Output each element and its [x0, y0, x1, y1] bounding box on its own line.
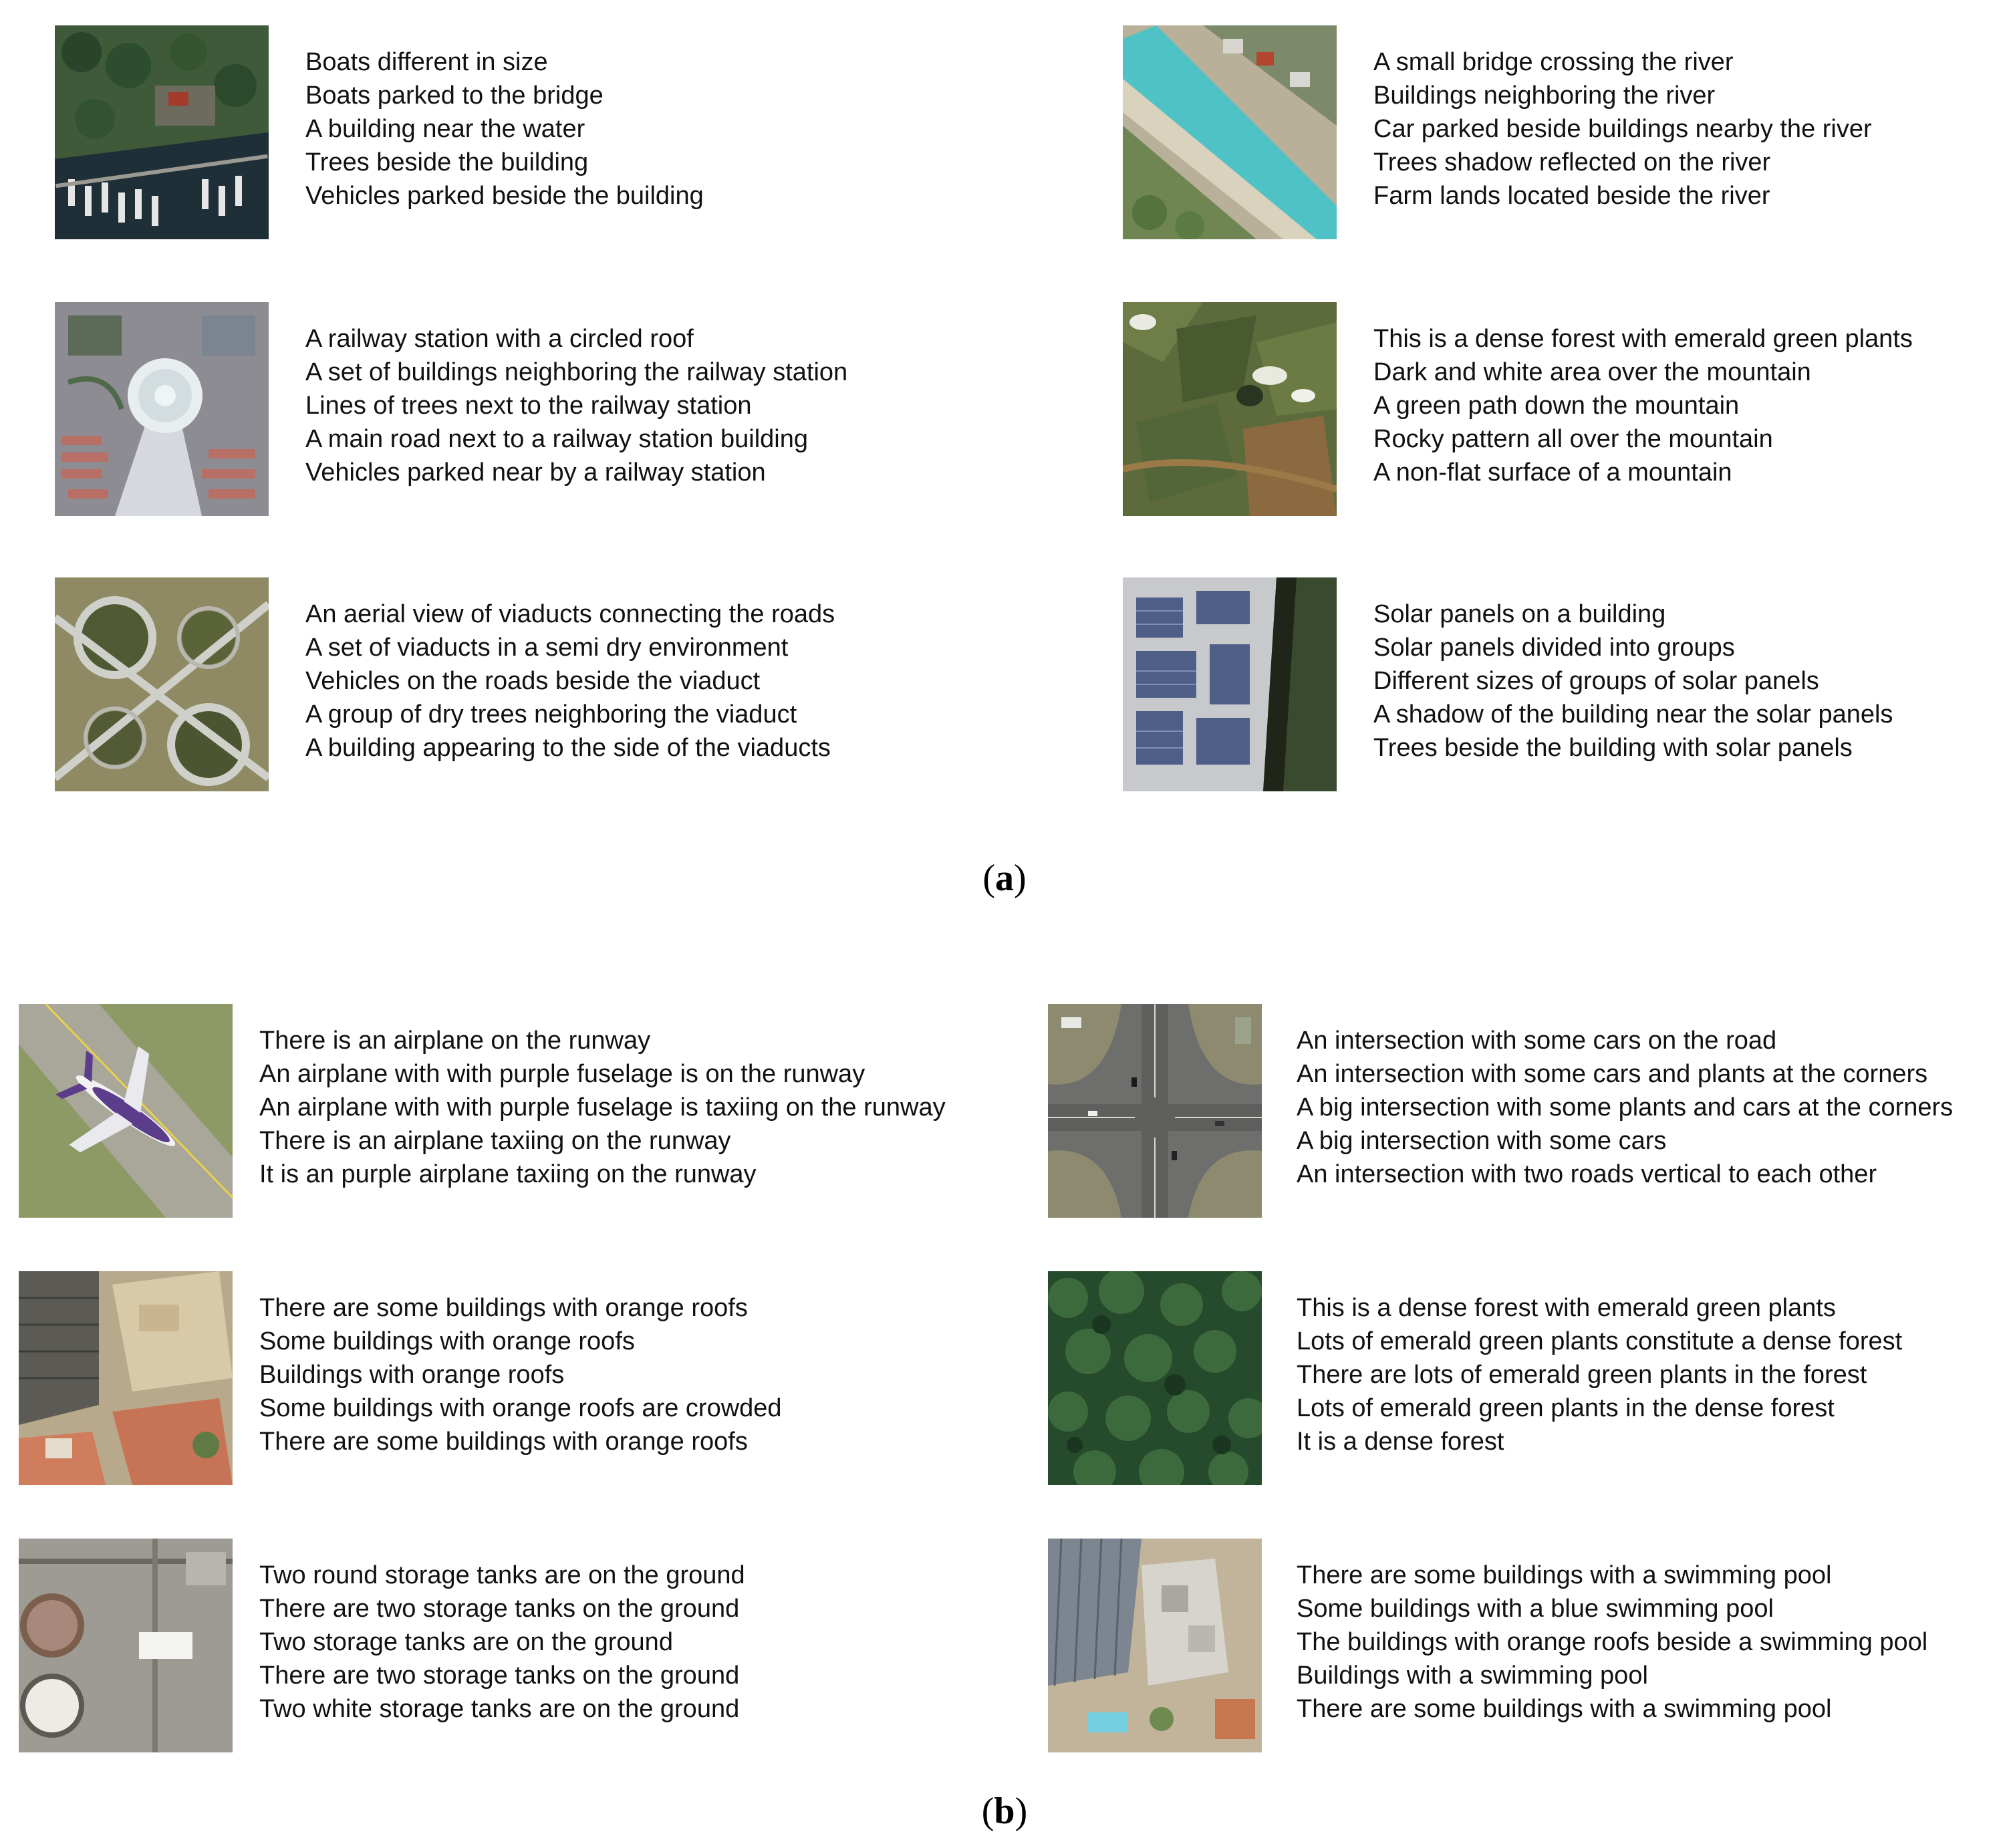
caption-line: Boats parked to the bridge — [305, 82, 604, 110]
caption-line: An airplane with with purple fuselage is… — [259, 1060, 865, 1088]
panel-b: There is an airplane on the runway An ai… — [0, 962, 2009, 1848]
caption-line: Two round storage tanks are on the groun… — [259, 1561, 745, 1589]
caption-line: A main road next to a railway station bu… — [305, 425, 808, 453]
caption-line: There are some buildings with a swimming… — [1297, 1695, 1832, 1723]
caption-line: An aerial view of viaducts connecting th… — [305, 600, 835, 628]
caption-list: Boats different in size Boats parked to … — [305, 45, 704, 213]
caption-line: Car parked beside buildings nearby the r… — [1373, 115, 1872, 143]
caption-line: There is an airplane taxiing on the runw… — [259, 1127, 731, 1155]
caption-line: A group of dry trees neighboring the via… — [305, 700, 797, 729]
caption-line: An airplane with with purple fuselage is… — [259, 1093, 946, 1121]
caption-line: Buildings neighboring the river — [1373, 82, 1716, 110]
aerial-image-dense-forest — [1048, 1271, 1262, 1485]
aerial-image-orange-roofs — [19, 1271, 233, 1485]
panel-letter: a — [995, 857, 1014, 899]
aerial-image-viaduct — [55, 577, 269, 791]
caption-line: A railway station with a circled roof — [305, 325, 694, 353]
caption-line: Vehicles parked beside the building — [305, 182, 704, 210]
caption-line: A set of buildings neighboring the railw… — [305, 358, 848, 386]
caption-line: Some buildings with a blue swimming pool — [1297, 1595, 1774, 1623]
caption-line: The buildings with orange roofs beside a… — [1297, 1628, 1928, 1656]
caption-line: It is an purple airplane taxiing on the … — [259, 1160, 757, 1188]
caption-list: There are some buildings with orange roo… — [259, 1291, 782, 1458]
aerial-image-intersection — [1048, 1004, 1262, 1218]
aerial-image-harbor — [55, 25, 269, 239]
aerial-image-solar-panels — [1123, 577, 1337, 791]
caption-line: Lines of trees next to the railway stati… — [305, 392, 752, 420]
panel-label-a: (a) — [982, 857, 1027, 899]
caption-line: There are some buildings with orange roo… — [259, 1294, 748, 1322]
caption-line: A green path down the mountain — [1373, 392, 1740, 420]
panel-letter: b — [994, 1791, 1015, 1832]
caption-line: Vehicles parked near by a railway statio… — [305, 458, 766, 487]
caption-line: This is a dense forest with emerald gree… — [1373, 325, 1913, 353]
caption-line: An intersection with some cars and plant… — [1297, 1060, 1928, 1088]
aerial-image-mountain — [1123, 302, 1337, 516]
caption-line: Some buildings with orange roofs — [259, 1327, 635, 1355]
caption-list: A small bridge crossing the river Buildi… — [1373, 45, 1872, 213]
caption-line: There are lots of emerald green plants i… — [1297, 1361, 1867, 1389]
caption-line: Lots of emerald green plants constitute … — [1297, 1327, 1903, 1355]
caption-line: An intersection with two roads vertical … — [1297, 1160, 1877, 1188]
caption-list: Solar panels on a building Solar panels … — [1373, 598, 1893, 765]
caption-line: Trees beside the building — [305, 148, 589, 176]
caption-list: An intersection with some cars on the ro… — [1297, 1024, 1953, 1191]
caption-line: This is a dense forest with emerald gree… — [1297, 1294, 1836, 1322]
caption-line: Farm lands located beside the river — [1373, 182, 1770, 210]
caption-line: There are two storage tanks on the groun… — [259, 1595, 740, 1623]
caption-line: A shadow of the building near the solar … — [1373, 700, 1893, 729]
caption-line: Trees beside the building with solar pan… — [1373, 734, 1853, 762]
caption-line: It is a dense forest — [1297, 1428, 1504, 1456]
caption-line: Rocky pattern all over the mountain — [1373, 425, 1773, 453]
caption-line: Some buildings with orange roofs are cro… — [259, 1394, 782, 1422]
caption-line: A building near the water — [305, 115, 585, 143]
caption-line: There is an airplane on the runway — [259, 1027, 651, 1055]
caption-line: A big intersection with some cars — [1297, 1127, 1667, 1155]
panel-a: Boats different in size Boats parked to … — [0, 0, 2009, 916]
aerial-image-river — [1123, 25, 1337, 239]
caption-line: Vehicles on the roads beside the viaduct — [305, 667, 761, 695]
caption-line: There are some buildings with orange roo… — [259, 1428, 748, 1456]
caption-line: A big intersection with some plants and … — [1297, 1093, 1954, 1121]
caption-list: A railway station with a circled roof A … — [305, 322, 847, 489]
caption-list: This is a dense forest with emerald gree… — [1373, 322, 1913, 489]
caption-line: A non-flat surface of a mountain — [1373, 458, 1732, 487]
caption-line: A set of viaducts in a semi dry environm… — [305, 634, 789, 662]
caption-list: Two round storage tanks are on the groun… — [259, 1559, 745, 1726]
caption-line: There are two storage tanks on the groun… — [259, 1662, 740, 1690]
aerial-image-storage-tanks — [19, 1539, 233, 1752]
caption-line: A building appearing to the side of the … — [305, 734, 831, 762]
panel-label-b: (b) — [981, 1791, 1028, 1832]
caption-list: There is an airplane on the runway An ai… — [259, 1024, 946, 1191]
caption-list: An aerial view of viaducts connecting th… — [305, 598, 835, 765]
aerial-image-airplane — [19, 1004, 233, 1218]
caption-line: Lots of emerald green plants in the dens… — [1297, 1394, 1835, 1422]
caption-line: Two white storage tanks are on the groun… — [259, 1695, 740, 1723]
caption-line: Solar panels on a building — [1373, 600, 1666, 628]
caption-line: Buildings with a swimming pool — [1297, 1662, 1648, 1690]
caption-list: This is a dense forest with emerald gree… — [1297, 1291, 1902, 1458]
caption-line: Solar panels divided into groups — [1373, 634, 1735, 662]
caption-line: Two storage tanks are on the ground — [259, 1628, 673, 1656]
caption-line: Different sizes of groups of solar panel… — [1373, 667, 1819, 695]
caption-line: Buildings with orange roofs — [259, 1361, 565, 1389]
caption-line: There are some buildings with a swimming… — [1297, 1561, 1832, 1589]
aerial-image-swimming-pool — [1048, 1539, 1262, 1752]
caption-line: An intersection with some cars on the ro… — [1297, 1027, 1777, 1055]
caption-line: Boats different in size — [305, 48, 548, 76]
caption-list: There are some buildings with a swimming… — [1297, 1559, 1927, 1726]
caption-line: A small bridge crossing the river — [1373, 48, 1734, 76]
caption-line: Dark and white area over the mountain — [1373, 358, 1811, 386]
caption-line: Trees shadow reflected on the river — [1373, 148, 1771, 176]
aerial-image-railway-station — [55, 302, 269, 516]
